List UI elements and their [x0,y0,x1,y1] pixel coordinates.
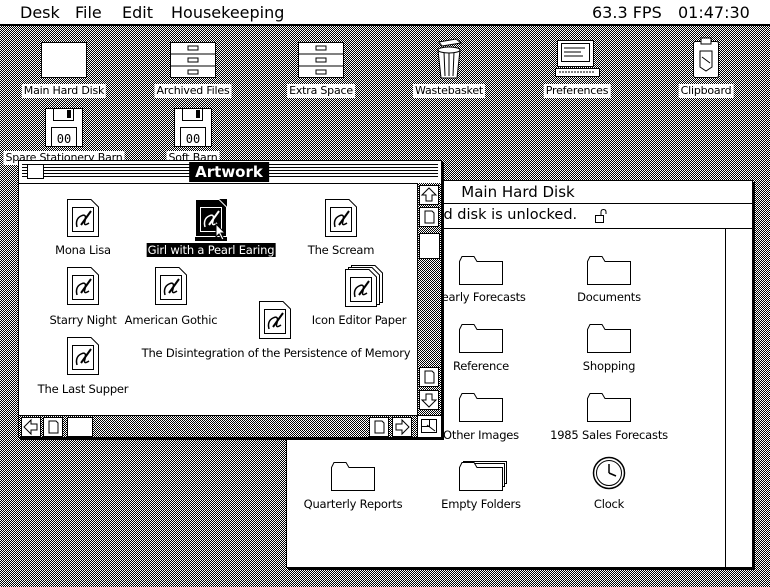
resize-box-icon[interactable] [417,415,441,437]
folder-label[interactable]: Other Images [442,428,520,442]
document-label[interactable]: Mona Lisa [54,243,112,257]
close-box-icon[interactable] [27,164,44,179]
clock-icon[interactable] [592,456,626,494]
desktop-icon-label[interactable]: Clipboard [678,84,734,98]
desktop-icon-label[interactable]: Archived Files [154,84,232,98]
folder-icon[interactable] [459,323,503,357]
folder-icon[interactable] [587,392,631,426]
scroll-left-arrow-icon[interactable] [21,417,41,437]
svg-text:00: 00 [186,132,200,146]
app-label[interactable]: Clock [592,497,626,511]
desktop-icon-label[interactable]: Extra Space [287,84,355,98]
artwork-window[interactable]: Artwork [18,160,442,438]
folder-label[interactable]: Yearly Forecasts [435,290,527,304]
desktop-icon-soft-barn[interactable]: 00 [174,108,212,148]
hard-disk-icon [41,42,87,78]
folder-icon[interactable] [587,255,631,289]
window-info-bar: Hard disk is unlocked. [287,204,752,229]
scroll-page-icon[interactable] [419,367,439,387]
desktop-icon-main-hard-disk[interactable] [41,42,87,78]
folder-icon[interactable] [459,255,503,289]
folder-label[interactable]: 1985 Sales Forecasts [549,428,669,442]
menu-edit[interactable]: Edit [122,3,153,22]
document-label[interactable]: Starry Night [48,313,118,327]
paint-document-icon[interactable] [195,199,227,241]
unlocked-padlock-icon [595,209,607,223]
paint-document-icon[interactable] [67,337,99,379]
paint-stationery-icon[interactable] [345,265,383,311]
paint-document-icon[interactable] [67,267,99,309]
window-right-border [725,229,726,567]
folder-label[interactable]: Reference [451,359,511,373]
desktop-icon-label[interactable]: Preferences [543,84,611,98]
desktop-icon-label[interactable]: Wastebasket [412,84,486,98]
desktop-icon-archived-files[interactable] [170,42,216,78]
document-label[interactable]: American Gothic [123,313,219,327]
scroll-page-icon[interactable] [419,207,439,227]
window-title-bar[interactable]: Artwork [19,161,441,184]
paint-document-icon[interactable] [325,199,357,241]
document-label[interactable]: The Last Supper [36,382,130,396]
vertical-scroll-thumb[interactable] [419,233,440,259]
desktop-icon-clipboard[interactable] [692,37,720,79]
document-label[interactable]: The Scream [306,243,376,257]
folder-icon[interactable] [331,461,375,495]
desktop-icon-spare-stationery[interactable]: 00 [45,108,83,148]
clipboard-icon [693,37,719,78]
paint-document-icon[interactable] [259,301,291,343]
menu-housekeeping[interactable]: Housekeeping [171,3,285,22]
folder-icon[interactable] [459,392,503,426]
menu-clock: 01:47:30 [678,3,750,22]
svg-text:00: 00 [57,132,71,146]
arrow-cursor-icon [215,223,227,241]
window-title: Artwork [189,162,269,182]
paint-document-icon[interactable] [155,267,187,309]
document-label[interactable]: The Disintegration of the Persistence of… [140,346,412,360]
drawer-icon [170,42,216,78]
window-title: Main Hard Disk [455,182,581,202]
desktop-icon-extra-space[interactable] [298,42,344,78]
scroll-up-arrow-icon[interactable] [419,185,439,205]
disk-status-text: Hard disk is unlocked. [418,207,578,223]
folder-label[interactable]: Empty Folders [440,497,522,511]
scroll-page-icon[interactable] [369,417,389,437]
fps-readout: 63.3 FPS [592,3,662,22]
document-label[interactable]: Icon Editor Paper [310,313,408,327]
horizontal-scroll-thumb[interactable] [67,417,93,437]
desktop-icon-label[interactable]: Main Hard Disk [21,84,107,98]
floppy-disk-icon: 00 [45,108,83,147]
document-label-selected[interactable]: Girl with a Pearl Earing [146,243,276,257]
desktop-icon-preferences[interactable] [555,40,601,78]
scroll-right-arrow-icon[interactable] [392,417,412,437]
floppy-disk-icon: 00 [174,108,212,147]
menu-desk[interactable]: Desk [20,3,60,22]
folder-icon[interactable] [587,323,631,357]
menu-bar: Desk File Edit Housekeeping 63.3 FPS 01:… [0,0,770,26]
scroll-down-arrow-icon[interactable] [419,390,439,410]
folder-label[interactable]: Shopping [581,359,637,373]
desktop-icon-wastebasket[interactable] [434,38,464,80]
scroll-page-icon[interactable] [43,417,63,437]
folder-label[interactable]: Quarterly Reports [302,497,404,511]
wastebasket-icon [437,38,463,79]
folder-label[interactable]: Documents [576,290,642,304]
computer-icon [555,40,600,77]
drawer-icon [298,42,344,78]
menu-file[interactable]: File [75,3,102,22]
paint-document-icon[interactable] [67,199,99,241]
vertical-scrollbar[interactable] [417,183,441,415]
stacked-folders-icon[interactable] [459,457,507,495]
horizontal-scrollbar[interactable] [19,415,417,437]
